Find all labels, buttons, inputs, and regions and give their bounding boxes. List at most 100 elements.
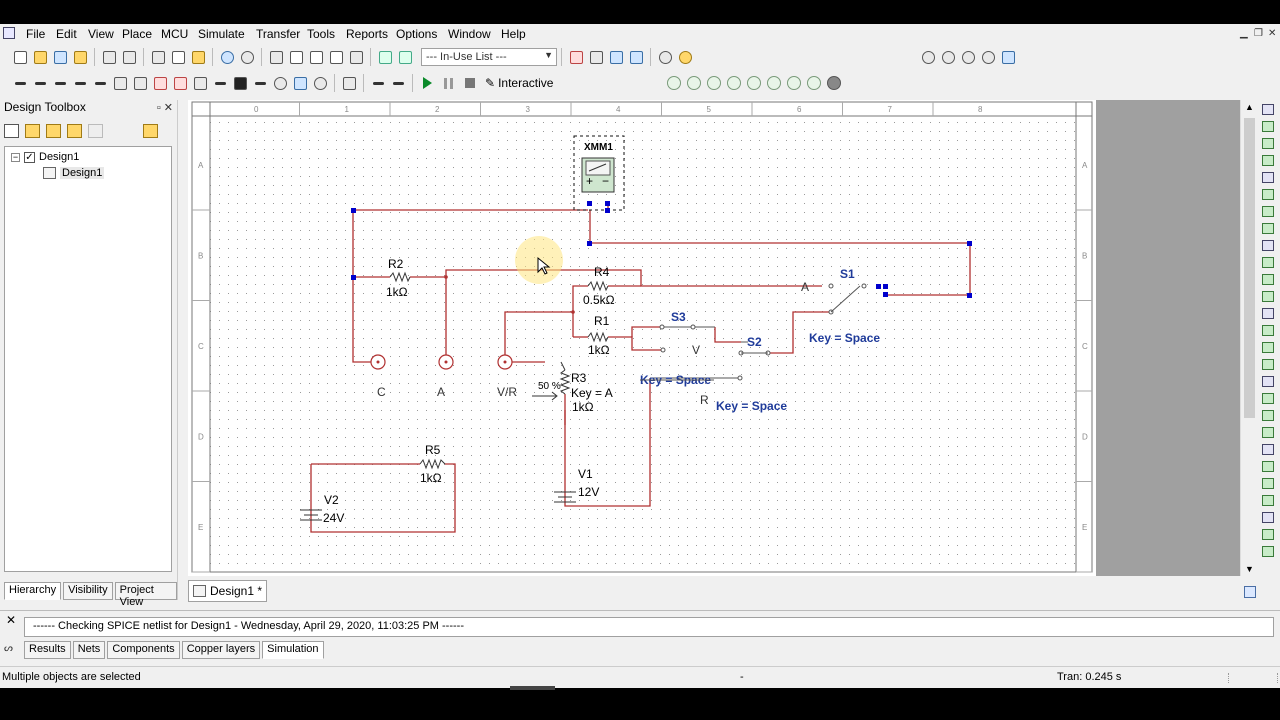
resize-grip[interactable] <box>1228 673 1278 683</box>
backannotate-icon[interactable] <box>606 47 626 67</box>
indicator-component-icon[interactable] <box>190 73 210 93</box>
basic-component-icon[interactable] <box>30 73 50 93</box>
tab-results[interactable]: Results <box>24 641 71 659</box>
save-design-icon[interactable] <box>46 124 61 138</box>
instrument-icon[interactable] <box>1262 155 1274 166</box>
toggle-fullscreen-icon[interactable] <box>266 47 286 67</box>
instrument-icon[interactable] <box>1262 325 1274 336</box>
source-component-icon[interactable] <box>10 73 30 93</box>
spreadsheet-icon[interactable] <box>326 47 346 67</box>
instrument-icon[interactable] <box>1262 104 1274 115</box>
find-examples-icon[interactable] <box>655 47 675 67</box>
scroll-thumb[interactable] <box>1244 118 1255 418</box>
instrument-icon[interactable] <box>1262 189 1274 200</box>
tab-nets[interactable]: Nets <box>72 641 106 659</box>
instrument-icon[interactable] <box>1262 138 1274 149</box>
analog-component-icon[interactable] <box>90 73 110 93</box>
menu-edit[interactable]: Edit <box>56 27 77 40</box>
cut-icon[interactable] <box>148 47 168 67</box>
tab-components[interactable]: Components <box>107 641 180 659</box>
probe-icon[interactable] <box>667 76 681 90</box>
open-icon[interactable] <box>30 47 50 67</box>
menu-mcu[interactable]: MCU <box>161 27 189 40</box>
component-wizard-icon[interactable] <box>375 47 395 67</box>
zoom-area-icon[interactable] <box>958 47 978 67</box>
menu-place[interactable]: Place <box>122 27 153 40</box>
scroll-down-icon[interactable]: ▼ <box>1245 564 1254 574</box>
delete-sheet-icon[interactable] <box>88 124 103 138</box>
instrument-icon[interactable] <box>1262 478 1274 489</box>
instrument-icon[interactable] <box>1262 444 1274 455</box>
instrument-icon[interactable] <box>1262 512 1274 523</box>
database-icon[interactable] <box>346 47 366 67</box>
menu-transfer[interactable]: Transfer <box>256 27 301 40</box>
forward-annotate-icon[interactable] <box>626 47 646 67</box>
instrument-icon[interactable] <box>1262 308 1274 319</box>
instrument-icon[interactable] <box>1262 223 1274 234</box>
grid-icon[interactable] <box>286 47 306 67</box>
navigator-icon[interactable] <box>1244 586 1256 598</box>
menu-window[interactable]: Window <box>448 27 491 40</box>
instrument-icon[interactable] <box>1262 495 1274 506</box>
full-screen-icon[interactable] <box>998 47 1018 67</box>
pause-icon[interactable] <box>444 77 453 89</box>
instrument-icon[interactable] <box>1262 274 1274 285</box>
instrument-icon[interactable] <box>1262 461 1274 472</box>
new-icon[interactable] <box>10 47 30 67</box>
probe-icon[interactable] <box>787 76 801 90</box>
app-icon[interactable] <box>3 27 15 39</box>
multimeter-xmm1[interactable] <box>573 135 625 211</box>
stop-icon[interactable] <box>465 78 475 88</box>
cmos-component-icon[interactable] <box>130 73 150 93</box>
new-design-icon[interactable] <box>4 124 19 138</box>
database-manager-icon[interactable] <box>395 47 415 67</box>
open-sample-icon[interactable] <box>50 47 70 67</box>
zoom-fit-icon[interactable] <box>978 47 998 67</box>
instrument-icon[interactable] <box>1262 359 1274 370</box>
diode-component-icon[interactable] <box>50 73 70 93</box>
save-icon[interactable] <box>70 47 90 67</box>
misc-digital-icon[interactable] <box>150 73 170 93</box>
menu-file[interactable]: File <box>26 27 46 40</box>
instrument-icon[interactable] <box>1262 172 1274 183</box>
close-icon[interactable]: ✕ <box>1268 28 1277 39</box>
instrument-icon[interactable] <box>1262 257 1274 268</box>
instrument-icon[interactable] <box>1262 410 1274 421</box>
open-folder-icon[interactable] <box>25 124 40 138</box>
vertical-scrollbar[interactable]: ▲ ▼ <box>1240 100 1258 576</box>
close-icon[interactable]: ✕ <box>6 613 17 627</box>
zoom-in-icon[interactable] <box>918 47 938 67</box>
instrument-icon[interactable] <box>1262 546 1274 557</box>
zoom-out-icon[interactable] <box>938 47 958 67</box>
electromechanical-icon[interactable] <box>290 73 310 93</box>
instrument-icon[interactable] <box>1262 342 1274 353</box>
scroll-up-icon[interactable]: ▲ <box>1245 102 1254 112</box>
transistor-component-icon[interactable] <box>70 73 90 93</box>
tab-design1[interactable]: Design1 * <box>188 580 268 602</box>
new-sheet-icon[interactable] <box>67 124 82 138</box>
instrument-icon[interactable] <box>1262 529 1274 540</box>
redo-icon[interactable] <box>237 47 257 67</box>
in-use-list-select[interactable]: --- In-Use List ---▼ <box>421 48 557 66</box>
print-icon[interactable] <box>99 47 119 67</box>
instrument-icon[interactable] <box>1262 240 1274 251</box>
instrument-icon[interactable] <box>1262 393 1274 404</box>
menu-help[interactable]: Help <box>501 27 526 40</box>
connector-icon[interactable] <box>388 73 408 93</box>
tab-hierarchy[interactable]: Hierarchy <box>4 582 62 600</box>
tree-node-root[interactable]: − ✓ Design1 <box>11 151 79 163</box>
rf-component-icon[interactable] <box>270 73 290 93</box>
undo-icon[interactable] <box>217 47 237 67</box>
collapse-icon[interactable]: − <box>11 151 20 162</box>
print-preview-icon[interactable] <box>119 47 139 67</box>
properties-icon[interactable] <box>143 124 158 138</box>
misc-component-icon[interactable] <box>230 73 250 93</box>
instrument-icon[interactable] <box>1262 121 1274 132</box>
tree-node-sheet[interactable]: Design1 <box>43 167 105 179</box>
probe-icon[interactable] <box>807 76 821 90</box>
menu-tools[interactable]: Tools <box>307 27 336 40</box>
antenna-icon[interactable] <box>250 73 270 93</box>
copy-icon[interactable] <box>168 47 188 67</box>
